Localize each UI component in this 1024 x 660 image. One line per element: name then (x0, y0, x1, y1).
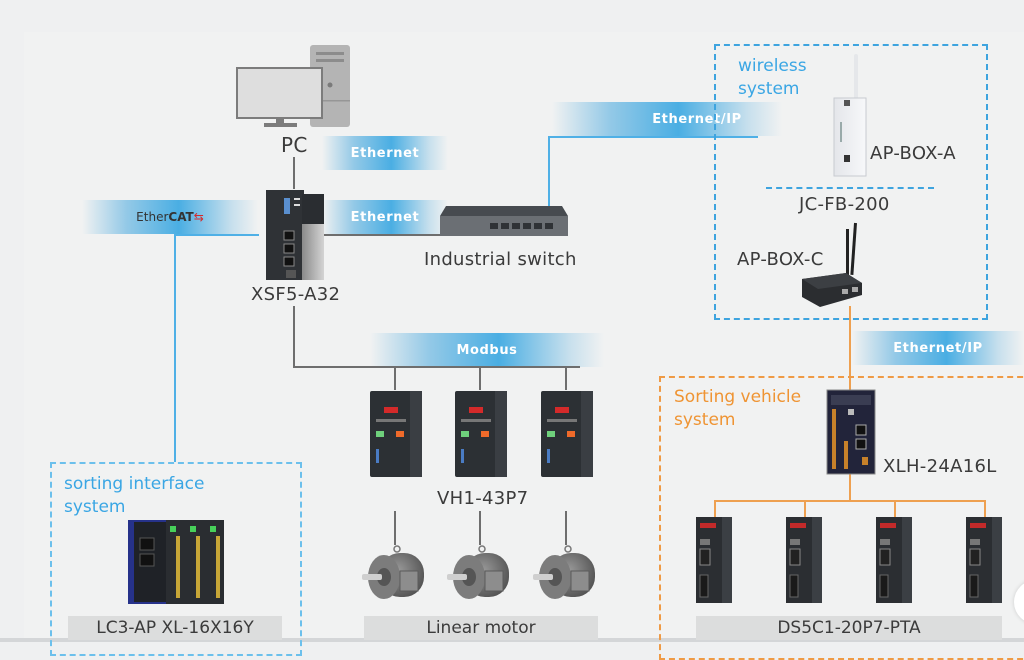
pc-label: PC (281, 133, 308, 157)
wireless-system-group (714, 44, 988, 320)
ethernet-band-pc: Ethernet (322, 136, 448, 170)
motor-link-3 (565, 511, 567, 545)
ethernet-ip-band-top: Ethernet/IP (552, 102, 782, 136)
ethercat-logo: EtherCAT⇆ (136, 210, 204, 224)
ethernet-label: Ethernet (350, 145, 420, 161)
ethercat-arrow-icon: ⇆ (193, 210, 204, 224)
xlh-servo-trunk (849, 472, 851, 502)
ethernet-band-switch: Ethernet (322, 200, 448, 234)
motor-icon (360, 545, 430, 605)
lc3-io-module-icon (128, 518, 226, 606)
sorting-interface-title: sorting interface system (64, 474, 205, 517)
industrial-switch-label: Industrial switch (424, 249, 577, 270)
sorting-vehicle-title: Sorting vehicle system (674, 387, 802, 430)
lc3-io-module-caption: LC3-AP XL-16X16Y (68, 616, 282, 640)
servo-drive-icon (784, 515, 824, 605)
controller-switch-link (322, 234, 442, 236)
wireless-divider (766, 187, 934, 189)
servo-drive-icon (874, 515, 914, 605)
ap-box-c-label: AP-BOX-C (737, 249, 824, 270)
bottom-edge (0, 638, 1024, 642)
ap-box-a-icon (830, 52, 870, 180)
industrial-switch-icon (438, 204, 570, 238)
modbus-band: Modbus (370, 333, 604, 367)
vh1-inverter-icon (539, 389, 595, 481)
ethernet-label: Ethernet (350, 209, 420, 225)
ethernet-ip-band-right: Ethernet/IP (852, 331, 1024, 365)
modbus-link-vertical (293, 306, 295, 367)
ethercat-link-vertical (174, 234, 176, 462)
vh1-inverter-icon (368, 389, 424, 481)
modbus-link-horizontal (293, 366, 580, 368)
switch-wireless-link-horizontal (548, 136, 758, 138)
servo-drive-icon (964, 515, 1004, 605)
vh1-inverter-icon (453, 389, 509, 481)
xsf5-controller-icon (264, 186, 326, 282)
motor-icon (445, 545, 515, 605)
floating-action-button[interactable] (1014, 580, 1024, 624)
wireless-system-title: wireless system (738, 56, 807, 99)
xlh-label: XLH-24A16L (883, 456, 997, 477)
servo-drive-icon (694, 515, 734, 605)
xsf5-label: XSF5-A32 (251, 284, 341, 305)
xlh-controller-icon (826, 389, 876, 475)
motor-icon (531, 545, 601, 605)
modbus-label: Modbus (456, 342, 518, 358)
ethernet-ip-label: Ethernet/IP (893, 340, 983, 356)
ap-box-a-label: AP-BOX-A (870, 143, 956, 164)
linear-motor-caption: Linear motor (364, 616, 598, 640)
modbus-drop-2 (479, 366, 481, 390)
motor-link-2 (479, 511, 481, 545)
jc-fb-200-label: JC-FB-200 (799, 194, 890, 215)
motor-link-1 (394, 511, 396, 545)
pc-controller-link (293, 157, 295, 189)
apbox-xlh-link (849, 306, 851, 390)
ethercat-band: EtherCAT⇆ (82, 200, 258, 234)
switch-wireless-link-vertical (548, 137, 550, 211)
servo-bus (714, 500, 986, 502)
servo-drop-1 (714, 500, 716, 518)
modbus-drop-3 (565, 366, 567, 390)
modbus-drop-1 (394, 366, 396, 390)
vh1-label: VH1-43P7 (437, 488, 529, 509)
servo-drop-2 (804, 500, 806, 518)
servo-drive-caption: DS5C1-20P7-PTA (696, 616, 1002, 640)
ethernet-ip-label: Ethernet/IP (652, 111, 742, 127)
pc-icon (236, 44, 352, 130)
ap-box-c-icon (796, 221, 868, 309)
ethercat-link-horizontal (175, 234, 259, 236)
servo-drop-3 (894, 500, 896, 518)
servo-drop-4 (984, 500, 986, 518)
